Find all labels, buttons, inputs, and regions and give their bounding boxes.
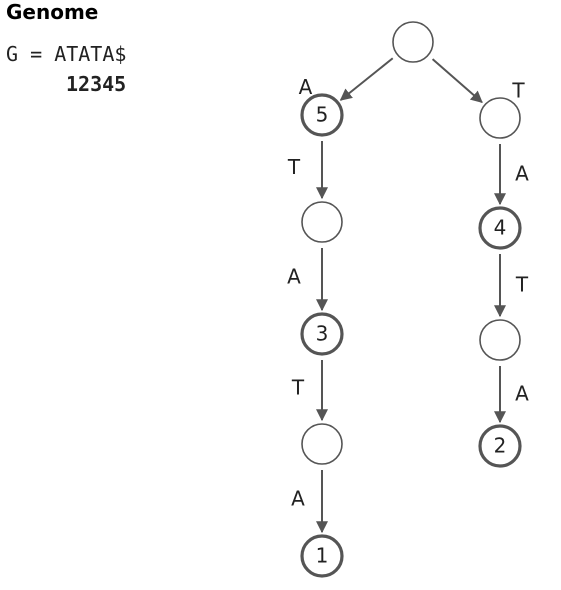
node-position-label: 3: [316, 322, 329, 346]
genome-variable: G: [6, 42, 19, 66]
trie-leaf-node: [300, 312, 344, 356]
trie-leaf-node: [478, 424, 522, 468]
trie-leaf-node: [300, 93, 344, 137]
trie-edge-root-to-nT: [431, 58, 483, 104]
edge-label: T: [291, 376, 305, 400]
edge-label: A: [515, 382, 529, 406]
page-title: Genome: [6, 0, 99, 24]
genome-sequence: ATATA$: [54, 42, 127, 66]
node-position-label: 5: [316, 103, 329, 127]
node-position-label: 4: [494, 216, 507, 240]
trie-node: [479, 319, 521, 361]
edge-label: T: [287, 155, 301, 179]
edge-label: A: [287, 265, 301, 289]
node-position-label: 1: [316, 544, 329, 568]
node-position-label: 2: [494, 434, 507, 458]
edge-label: A: [515, 162, 529, 186]
genome-definition: G = ATATA$: [6, 42, 126, 66]
edge-label: T: [511, 79, 525, 103]
trie-leaf-node: [300, 534, 344, 578]
trie-node: [479, 97, 521, 139]
trie-root-node: [392, 21, 434, 63]
trie-edge-root-to-n5: [339, 57, 394, 101]
trie-node: [301, 423, 343, 465]
equals-sign: =: [30, 42, 43, 66]
edge-label: T: [515, 273, 529, 297]
edge-label: A: [299, 75, 313, 99]
edge-label: A: [291, 487, 305, 511]
trie-node: [301, 201, 343, 243]
position-indices: 12345: [66, 72, 127, 96]
trie-leaf-node: [478, 206, 522, 250]
